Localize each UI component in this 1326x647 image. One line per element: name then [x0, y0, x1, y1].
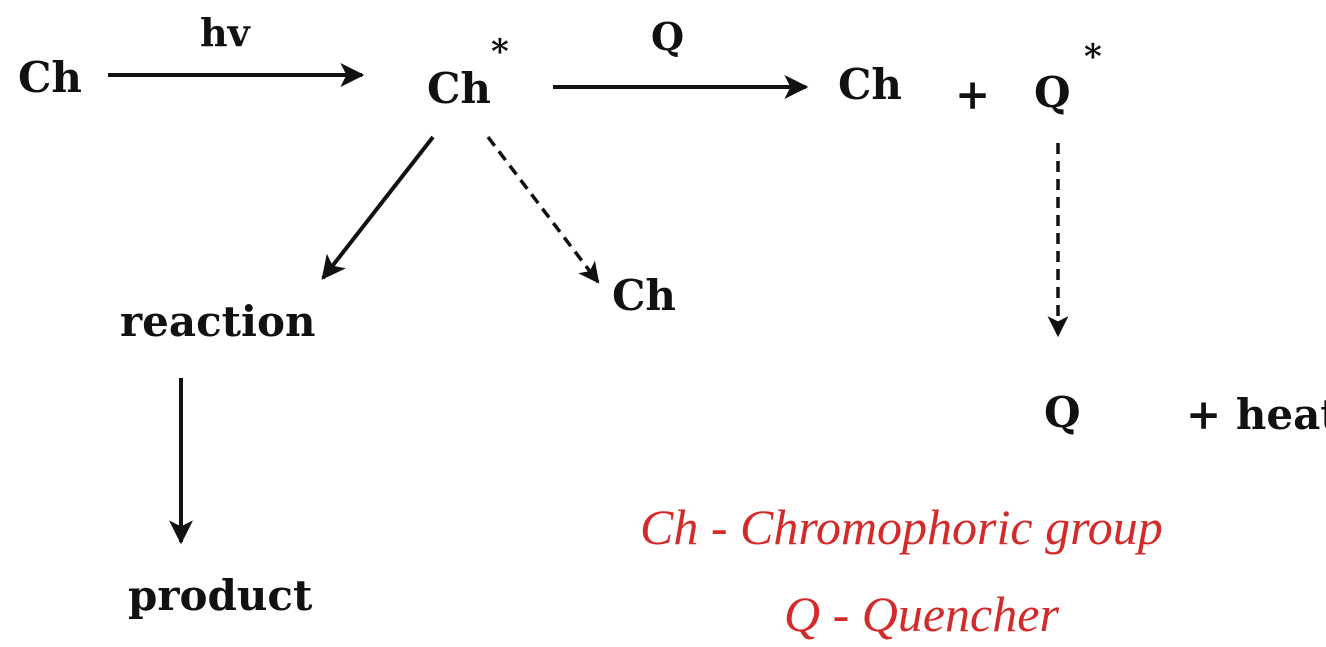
edge-label-hv: hv: [200, 10, 250, 55]
node-product: product: [128, 571, 313, 620]
plus-sign: +: [955, 70, 991, 119]
node-q-excited: Q: [1034, 68, 1071, 117]
plus-heat-label: + heat: [1186, 390, 1326, 439]
edge-label-q: Q: [651, 14, 685, 59]
node-reaction: reaction: [120, 297, 316, 346]
node-ch-deexcited: Ch: [612, 271, 676, 320]
node-ch-excited-star: *: [491, 32, 509, 72]
node-q-ground: Q: [1044, 388, 1081, 437]
node-ch-excited: Ch: [427, 64, 491, 113]
arrow-to-reaction: [321, 135, 435, 280]
arrow-deexcitation-dashed: [486, 135, 600, 284]
legend-quencher: Q - Quencher: [784, 586, 1059, 642]
node-ch-product: Ch: [838, 60, 902, 109]
legend-chromophoric-group: Ch - Chromophoric group: [640, 499, 1163, 555]
node-q-excited-star: *: [1084, 37, 1102, 77]
node-ch-start: Ch: [18, 53, 82, 102]
